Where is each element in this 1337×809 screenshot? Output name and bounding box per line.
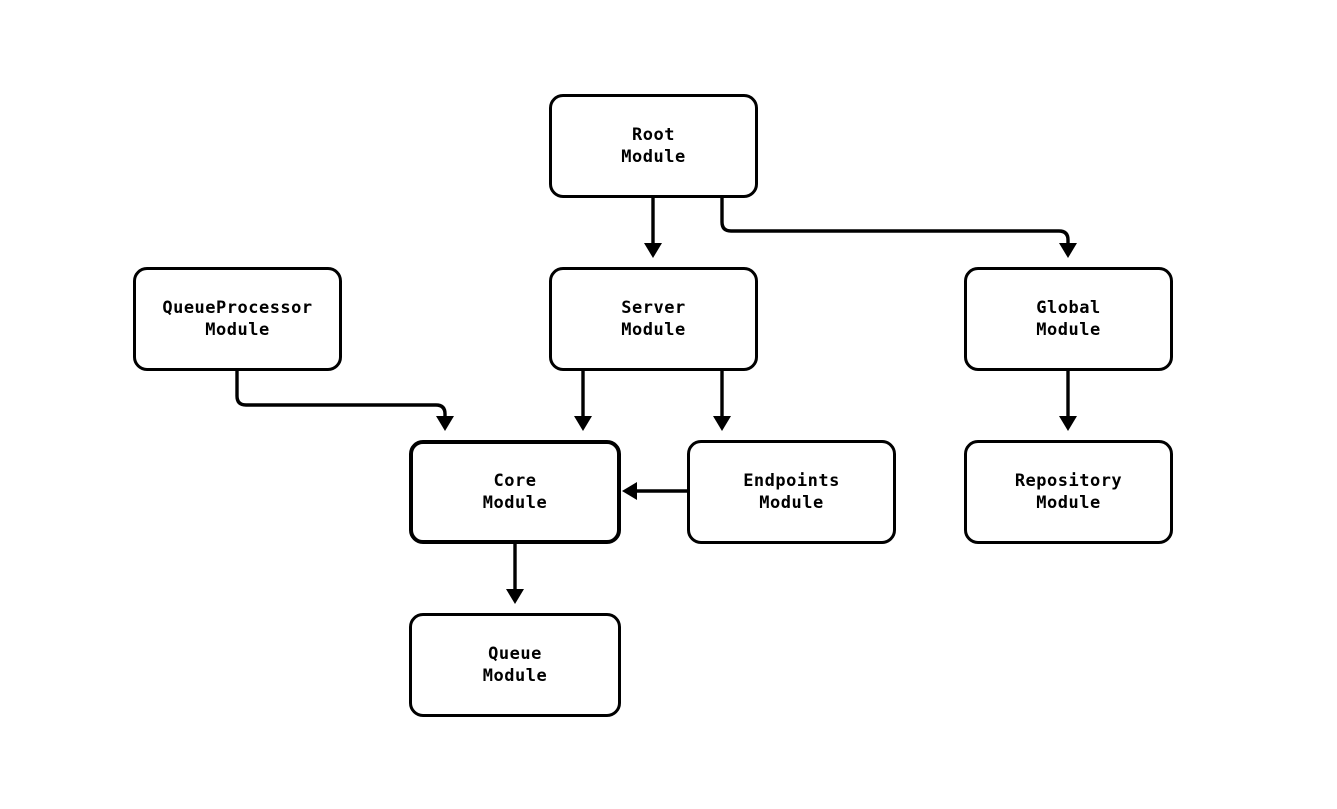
arrowhead-core-to-queue bbox=[506, 589, 524, 604]
edge-root-to-global bbox=[720, 198, 1070, 243]
node-repository-label: Repository Module bbox=[1014, 471, 1123, 513]
arrowhead-queueprocessor-to-core bbox=[436, 416, 454, 431]
node-endpoints-label: Endpoints Module bbox=[743, 471, 840, 513]
node-queue-label: Queue Module bbox=[482, 644, 548, 686]
node-endpoints[interactable]: Endpoints Module bbox=[687, 440, 896, 544]
arrowhead-server-to-core bbox=[574, 416, 592, 431]
arrowhead-root-to-global bbox=[1059, 243, 1077, 258]
arrowhead-global-to-repository bbox=[1059, 416, 1077, 431]
node-core-label: Core Module bbox=[482, 471, 548, 513]
node-global-label: Global Module bbox=[1036, 298, 1101, 340]
node-queueprocessor[interactable]: QueueProcessor Module bbox=[133, 267, 342, 371]
arrowhead-server-to-endpoints bbox=[713, 416, 731, 431]
node-root[interactable]: Root Module bbox=[549, 94, 758, 198]
node-queueprocessor-label: QueueProcessor Module bbox=[162, 298, 313, 340]
node-repository[interactable]: Repository Module bbox=[964, 440, 1173, 544]
arrowhead-root-to-server bbox=[644, 243, 662, 258]
node-root-label: Root Module bbox=[621, 125, 686, 167]
node-queue[interactable]: Queue Module bbox=[409, 613, 621, 717]
node-core[interactable]: Core Module bbox=[409, 440, 621, 544]
node-server[interactable]: Server Module bbox=[549, 267, 758, 371]
arrowhead-endpoints-to-core bbox=[622, 482, 637, 500]
node-server-label: Server Module bbox=[621, 298, 686, 340]
node-global[interactable]: Global Module bbox=[964, 267, 1173, 371]
edge-queueprocessor-to-core bbox=[235, 371, 447, 416]
